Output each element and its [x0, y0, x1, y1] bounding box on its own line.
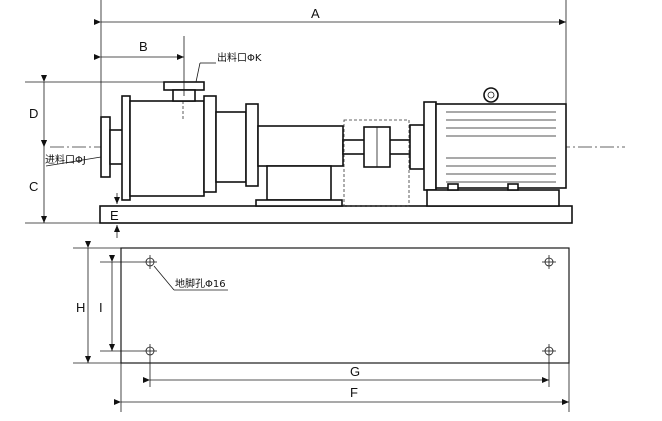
inlet-flange [100, 116, 125, 178]
dim-label-f: F [350, 385, 358, 400]
side-view-dimensions: A B D C E 出料口ΦK 进料口ΦJ [25, 0, 567, 238]
dim-label-d: D [29, 106, 38, 121]
dim-label-e: E [110, 208, 119, 223]
plan-view-dimensions: H I G F 地脚孔Φ16 [73, 241, 570, 412]
anchor-hole-label: 地脚孔Φ16 [175, 277, 226, 290]
outlet-label: 出料口ΦK [217, 51, 262, 64]
dim-label-b: B [139, 39, 148, 54]
anchor-hole [143, 255, 157, 269]
lifting-eye [483, 87, 499, 103]
anchor-holes [143, 255, 556, 358]
motor [409, 101, 567, 207]
dim-label-h: H [76, 300, 85, 315]
anchor-hole [542, 344, 556, 358]
plan-view [120, 247, 570, 364]
anchor-hole [542, 255, 556, 269]
bearing-housing [255, 125, 344, 207]
dim-label-a: A [311, 6, 320, 21]
plan-base-plate [120, 247, 570, 364]
dim-label-g: G [350, 364, 360, 379]
pump-casing [121, 95, 259, 201]
coupling [363, 126, 391, 168]
coupling-guard [343, 119, 410, 207]
side-view [50, 36, 625, 224]
inlet-label: 进料口ΦJ [45, 153, 86, 166]
outlet-nozzle [163, 36, 205, 102]
dim-label-c: C [29, 179, 38, 194]
anchor-hole [143, 344, 157, 358]
base-plate [99, 205, 573, 224]
dim-label-i: I [99, 300, 103, 315]
